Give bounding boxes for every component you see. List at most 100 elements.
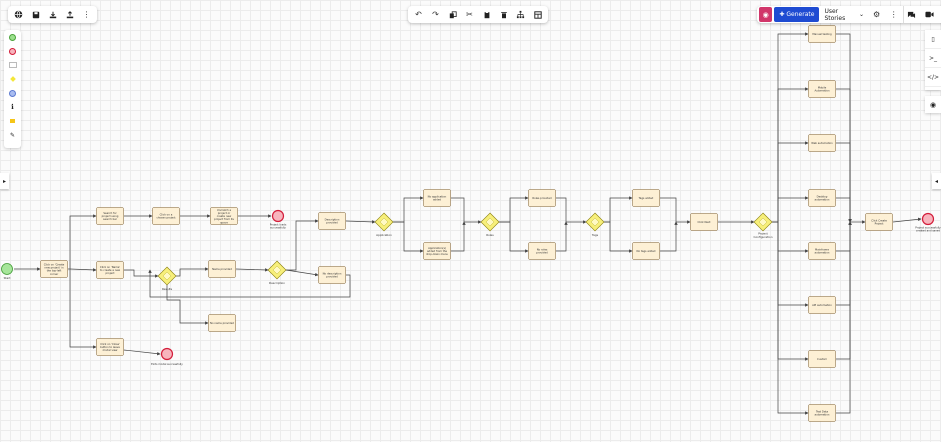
task-box[interactable] — [423, 242, 451, 260]
task-box[interactable] — [528, 189, 556, 207]
end-circle[interactable] — [271, 209, 285, 223]
panel-icon[interactable]: ▯ — [925, 30, 941, 49]
task-box[interactable] — [210, 207, 238, 225]
task-box[interactable] — [152, 207, 180, 225]
task-t13[interactable]: Roles provided — [528, 189, 556, 207]
sequence-flow[interactable] — [176, 267, 209, 277]
sequence-flow[interactable] — [836, 88, 852, 223]
task-box[interactable] — [690, 213, 718, 231]
cut-icon[interactable]: ✂ — [466, 10, 473, 19]
chat-icon[interactable] — [903, 6, 919, 23]
sequence-flow[interactable] — [772, 221, 809, 415]
task-box[interactable] — [865, 213, 893, 231]
ai-assistant-button[interactable]: ◉ — [759, 7, 773, 22]
gateway-g4[interactable]: Roles — [480, 212, 500, 237]
sequence-flow[interactable] — [604, 196, 633, 223]
task-box[interactable] — [96, 261, 124, 279]
upload-icon[interactable] — [61, 6, 78, 23]
sequence-flow[interactable] — [68, 214, 97, 270]
sequence-flow[interactable] — [393, 196, 424, 223]
code-icon[interactable]: </> — [925, 68, 941, 87]
task-t23[interactable]: API automation — [808, 296, 836, 314]
end-event-tool[interactable] — [4, 44, 21, 58]
sequence-flow[interactable] — [772, 221, 809, 361]
video-icon[interactable] — [922, 6, 937, 23]
task-box[interactable] — [96, 338, 124, 356]
sequence-flow[interactable] — [235, 268, 269, 272]
task-t7[interactable]: Name provided — [208, 260, 236, 278]
globe-icon[interactable] — [10, 6, 27, 23]
right-panel-toggle[interactable]: ◂ — [932, 173, 941, 189]
generate-button[interactable]: ✚ Generate — [774, 7, 820, 22]
task-box[interactable] — [808, 296, 836, 314]
task-box[interactable] — [208, 314, 236, 332]
sequence-flow[interactable] — [660, 221, 678, 252]
more-icon[interactable]: ⋮ — [82, 10, 91, 19]
sequence-flow[interactable] — [166, 285, 209, 325]
sequence-flow[interactable] — [124, 269, 159, 278]
task-box[interactable] — [808, 404, 836, 422]
task-box[interactable] — [528, 242, 556, 260]
gateway-g1[interactable]: Results — [157, 266, 177, 291]
sequence-flow[interactable] — [286, 219, 319, 271]
sequence-flow[interactable] — [836, 221, 852, 414]
task-box[interactable] — [808, 25, 836, 43]
task-box[interactable] — [318, 212, 346, 230]
start-event-tool[interactable] — [4, 30, 21, 44]
sequence-flow[interactable] — [148, 269, 351, 298]
sequence-flow[interactable] — [772, 221, 809, 253]
task-box[interactable] — [96, 207, 124, 225]
end-event[interactable]: Exits modal successfully — [151, 347, 183, 367]
task-box[interactable] — [808, 134, 836, 152]
sequence-flow[interactable] — [836, 221, 852, 306]
task-t24[interactable]: Custom — [808, 350, 836, 368]
note-tool[interactable] — [4, 114, 21, 128]
task-box[interactable] — [808, 242, 836, 260]
delete-icon[interactable] — [495, 6, 512, 23]
sequence-flow[interactable] — [285, 269, 319, 277]
sequence-flow[interactable] — [556, 197, 587, 224]
task-box[interactable] — [808, 350, 836, 368]
sequence-flow[interactable] — [660, 197, 691, 224]
task-box[interactable] — [423, 189, 451, 207]
task-tool[interactable] — [4, 58, 21, 72]
redo-icon[interactable]: ↷ — [432, 10, 439, 19]
sequence-flow[interactable] — [451, 197, 482, 224]
gateway-tool[interactable] — [4, 72, 21, 86]
sequence-flow[interactable] — [836, 197, 852, 223]
task-box[interactable] — [808, 189, 836, 207]
sequence-flow[interactable] — [604, 221, 633, 253]
task-box[interactable] — [318, 266, 346, 284]
task-box[interactable] — [632, 242, 660, 260]
left-panel-toggle[interactable]: ▸ — [0, 173, 9, 189]
hierarchy-icon[interactable] — [512, 6, 529, 23]
task-t17[interactable]: Click Next — [690, 213, 718, 231]
sequence-flow[interactable] — [499, 196, 529, 223]
task-box[interactable] — [208, 260, 236, 278]
sequence-flow[interactable] — [772, 32, 809, 223]
task-t20[interactable]: Web automation — [808, 134, 836, 152]
pen-tool[interactable]: ✎ — [4, 128, 21, 142]
sequence-flow[interactable] — [123, 349, 161, 356]
subprocess-tool[interactable] — [4, 86, 21, 100]
gateway-g3[interactable]: Application — [374, 212, 394, 237]
save-icon[interactable] — [27, 6, 44, 23]
